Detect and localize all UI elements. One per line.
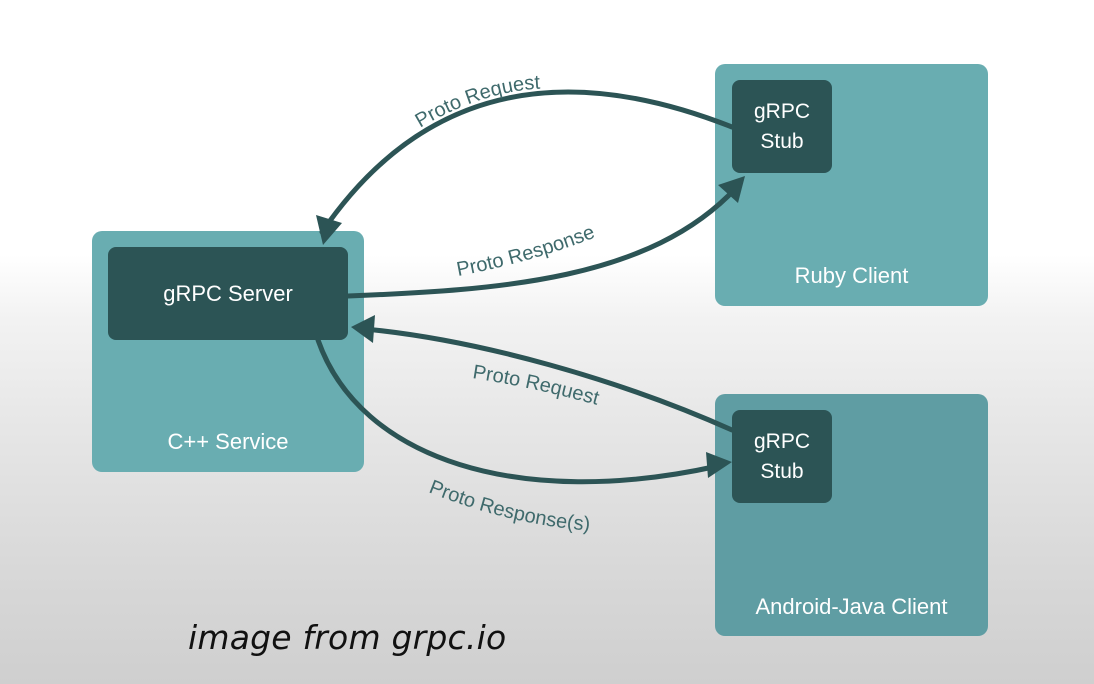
ruby-request-label: Proto Request	[412, 72, 542, 133]
android-response-arrowhead	[706, 452, 732, 478]
ruby-request-arrow	[319, 89, 735, 235]
grpc-server-label: gRPC Server	[163, 280, 293, 306]
android-request-arrow	[362, 326, 735, 433]
android-request-label: Proto Request	[471, 361, 602, 410]
ruby-stub-box: gRPC Stub	[732, 80, 832, 173]
ruby-response-arrow	[345, 185, 739, 299]
cpp-service-label: C++ Service	[167, 429, 289, 454]
android-stub-box: gRPC Stub	[732, 410, 832, 503]
android-request-arrowhead	[351, 315, 375, 343]
ruby-stub-label: gRPC Stub	[753, 99, 811, 153]
android-client-label: Android-Java Client	[755, 594, 948, 619]
ruby-response-arrowhead	[718, 176, 745, 203]
image-caption: image from grpc.io	[188, 618, 507, 657]
ruby-request-arrowhead	[316, 215, 342, 245]
android-response-label: Proto Response(s)	[426, 476, 591, 535]
android-stub-label: gRPC Stub	[753, 429, 811, 483]
ruby-client-label: Ruby Client	[794, 263, 909, 288]
android-response-arrow	[315, 337, 721, 485]
grpc-server-box: gRPC Server	[108, 247, 348, 340]
